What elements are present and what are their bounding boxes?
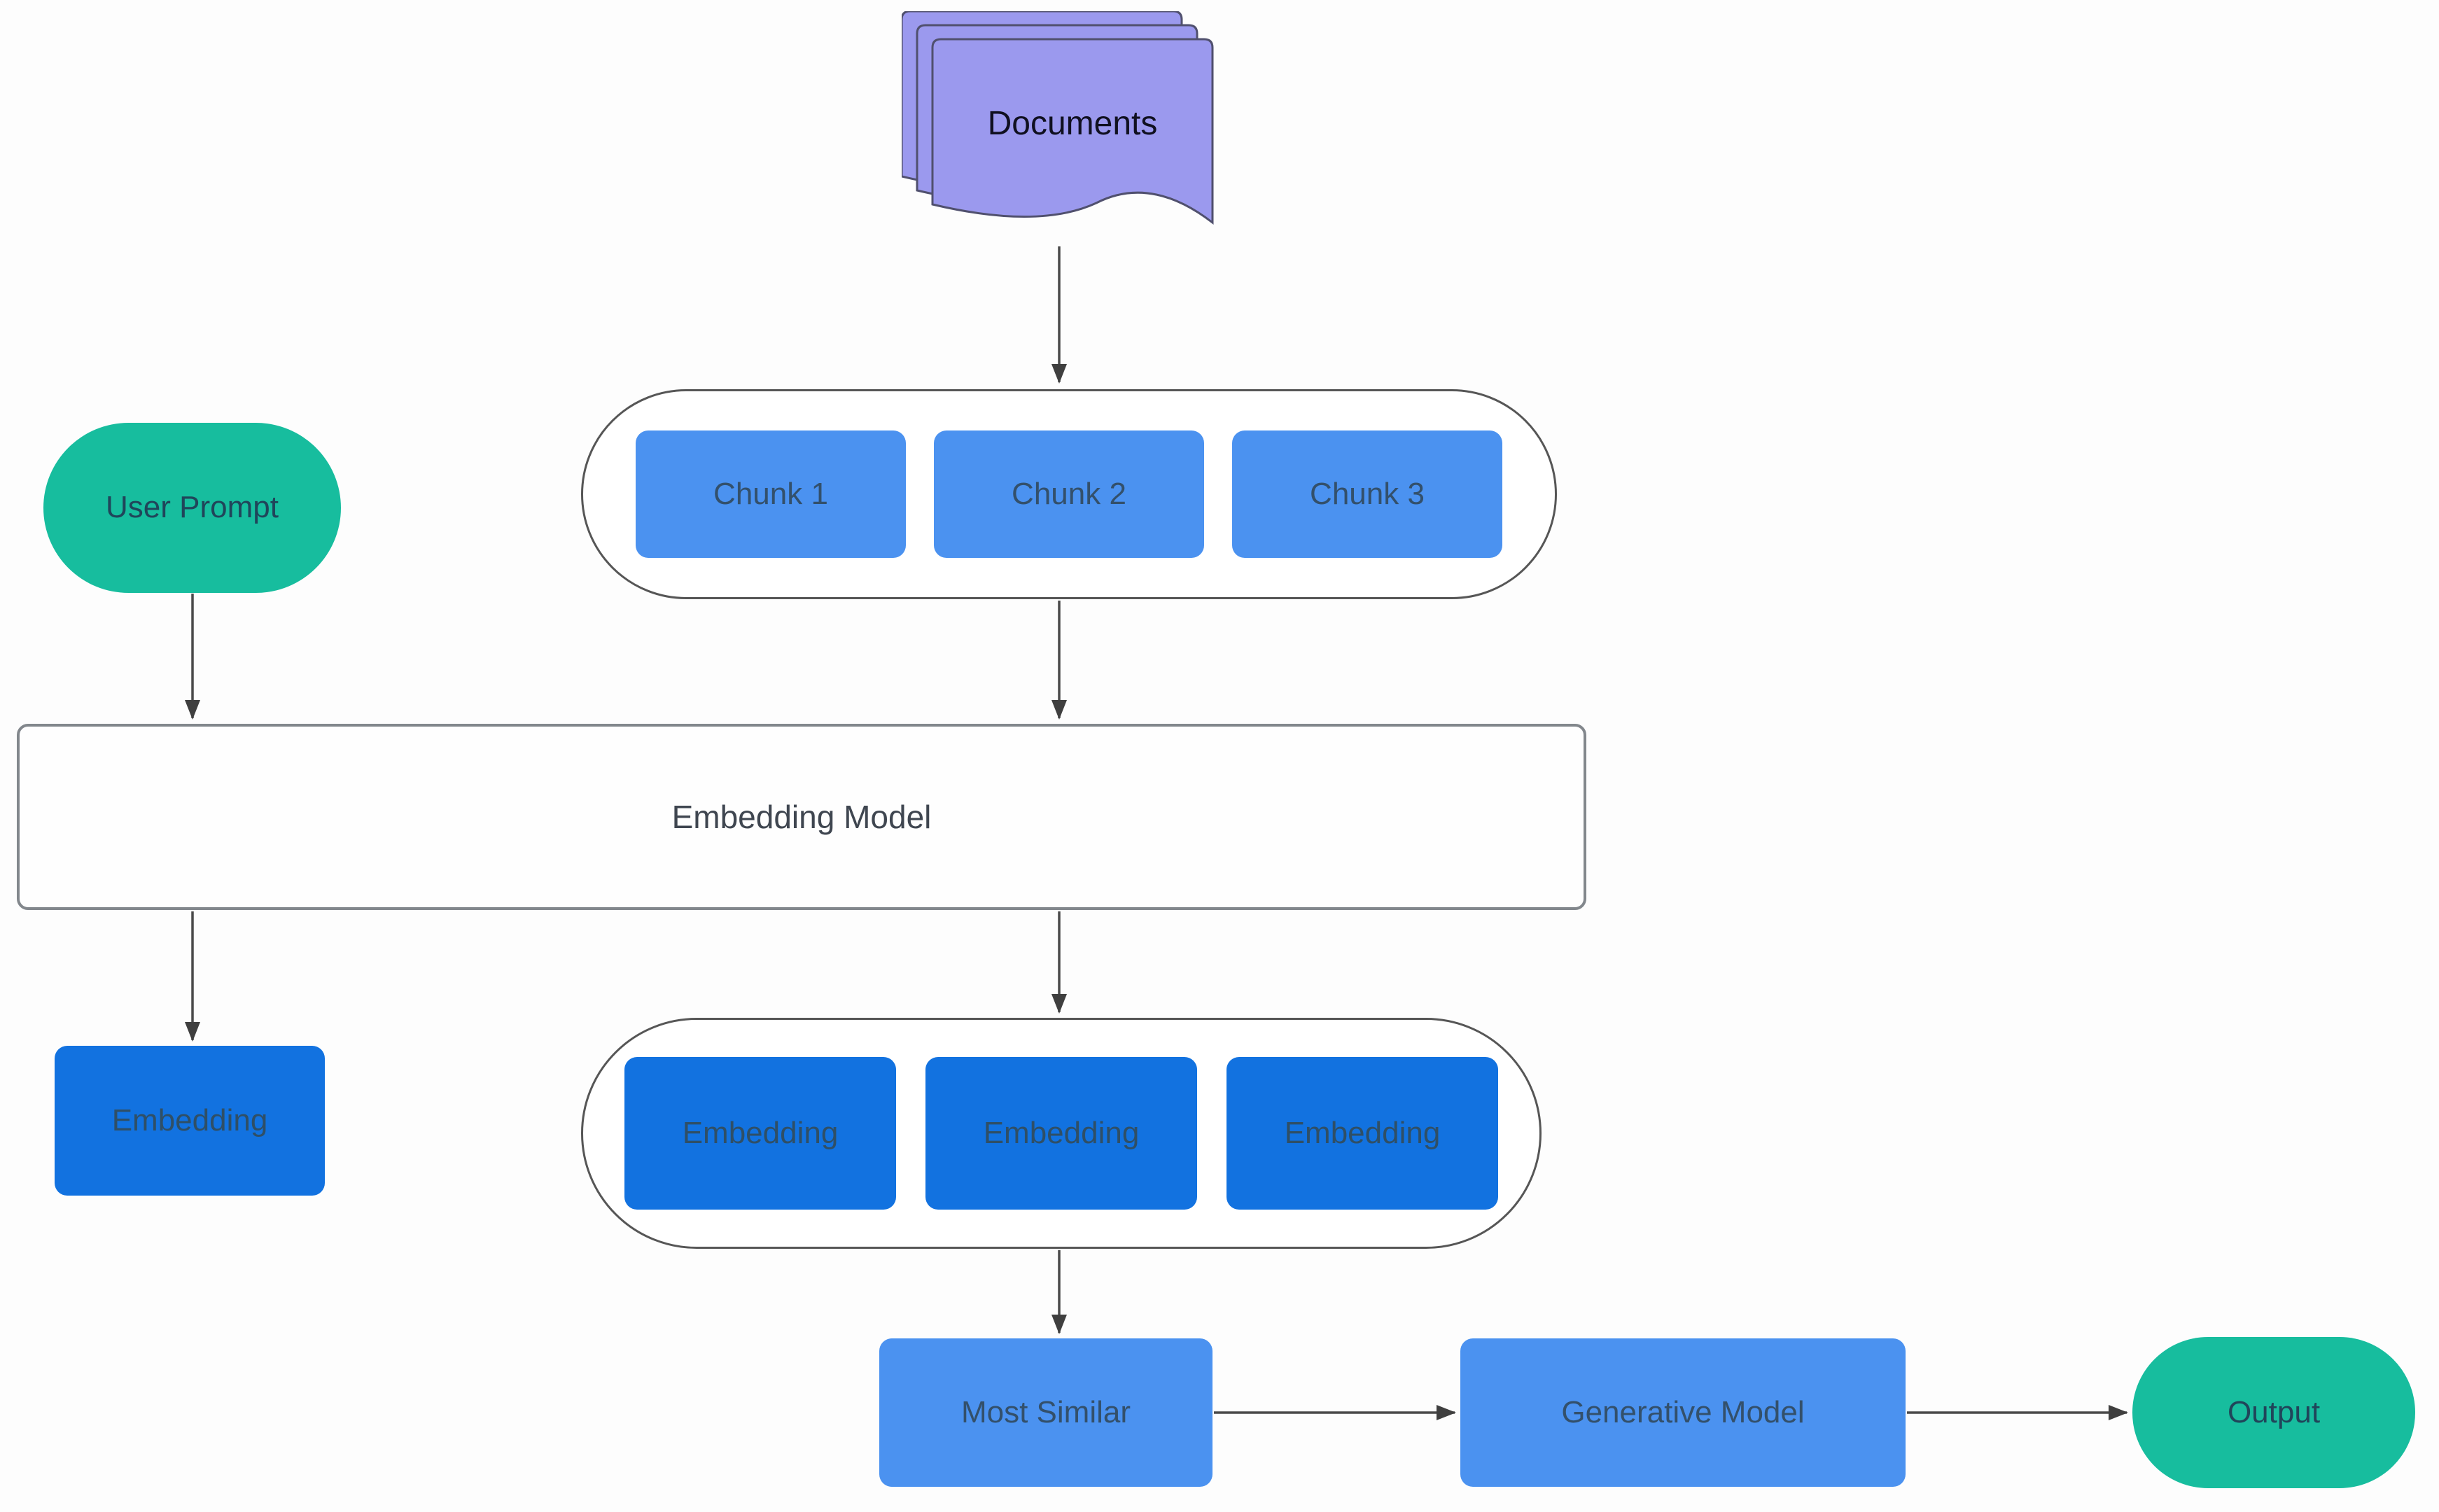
embeddings-container: Embedding Embedding Embedding (581, 1018, 1542, 1249)
node-generative-model: Generative Model (1460, 1338, 1906, 1487)
node-embedding-model: Embedding Model (17, 724, 1586, 910)
node-chunk-embedding-3: Embedding (1227, 1057, 1498, 1210)
node-chunk-2: Chunk 2 (934, 430, 1204, 558)
node-output: Output (2132, 1337, 2415, 1488)
documents-stack-icon (902, 11, 1214, 225)
node-chunk-1: Chunk 1 (636, 430, 906, 558)
chunk-1-label: Chunk 1 (713, 476, 828, 511)
most-similar-label: Most Similar (960, 1394, 1131, 1429)
node-prompt-embedding: Embedding (55, 1046, 325, 1196)
chunk-3-label: Chunk 3 (1310, 476, 1425, 511)
node-chunk-embedding-1: Embedding (624, 1057, 896, 1210)
node-most-similar: Most Similar (879, 1338, 1212, 1487)
chunks-container: Chunk 1 Chunk 2 Chunk 3 (581, 389, 1557, 599)
chunk-embedding-3-label: Embedding (1284, 1115, 1441, 1150)
prompt-embedding-label: Embedding (111, 1102, 268, 1138)
chunk-embedding-1-label: Embedding (682, 1115, 839, 1150)
user-prompt-label: User Prompt (106, 490, 279, 525)
chunk-embedding-2-label: Embedding (983, 1115, 1140, 1150)
documents-label: Documents (987, 104, 1158, 142)
chunk-2-label: Chunk 2 (1012, 476, 1126, 511)
documents-shape: Documents (902, 11, 1218, 235)
generative-model-label: Generative Model (1561, 1394, 1805, 1429)
node-chunk-3: Chunk 3 (1232, 430, 1502, 558)
node-chunk-embedding-2: Embedding (925, 1057, 1197, 1210)
output-label: Output (2227, 1394, 2321, 1429)
embedding-model-label: Embedding Model (671, 799, 932, 835)
node-user-prompt: User Prompt (43, 423, 341, 593)
